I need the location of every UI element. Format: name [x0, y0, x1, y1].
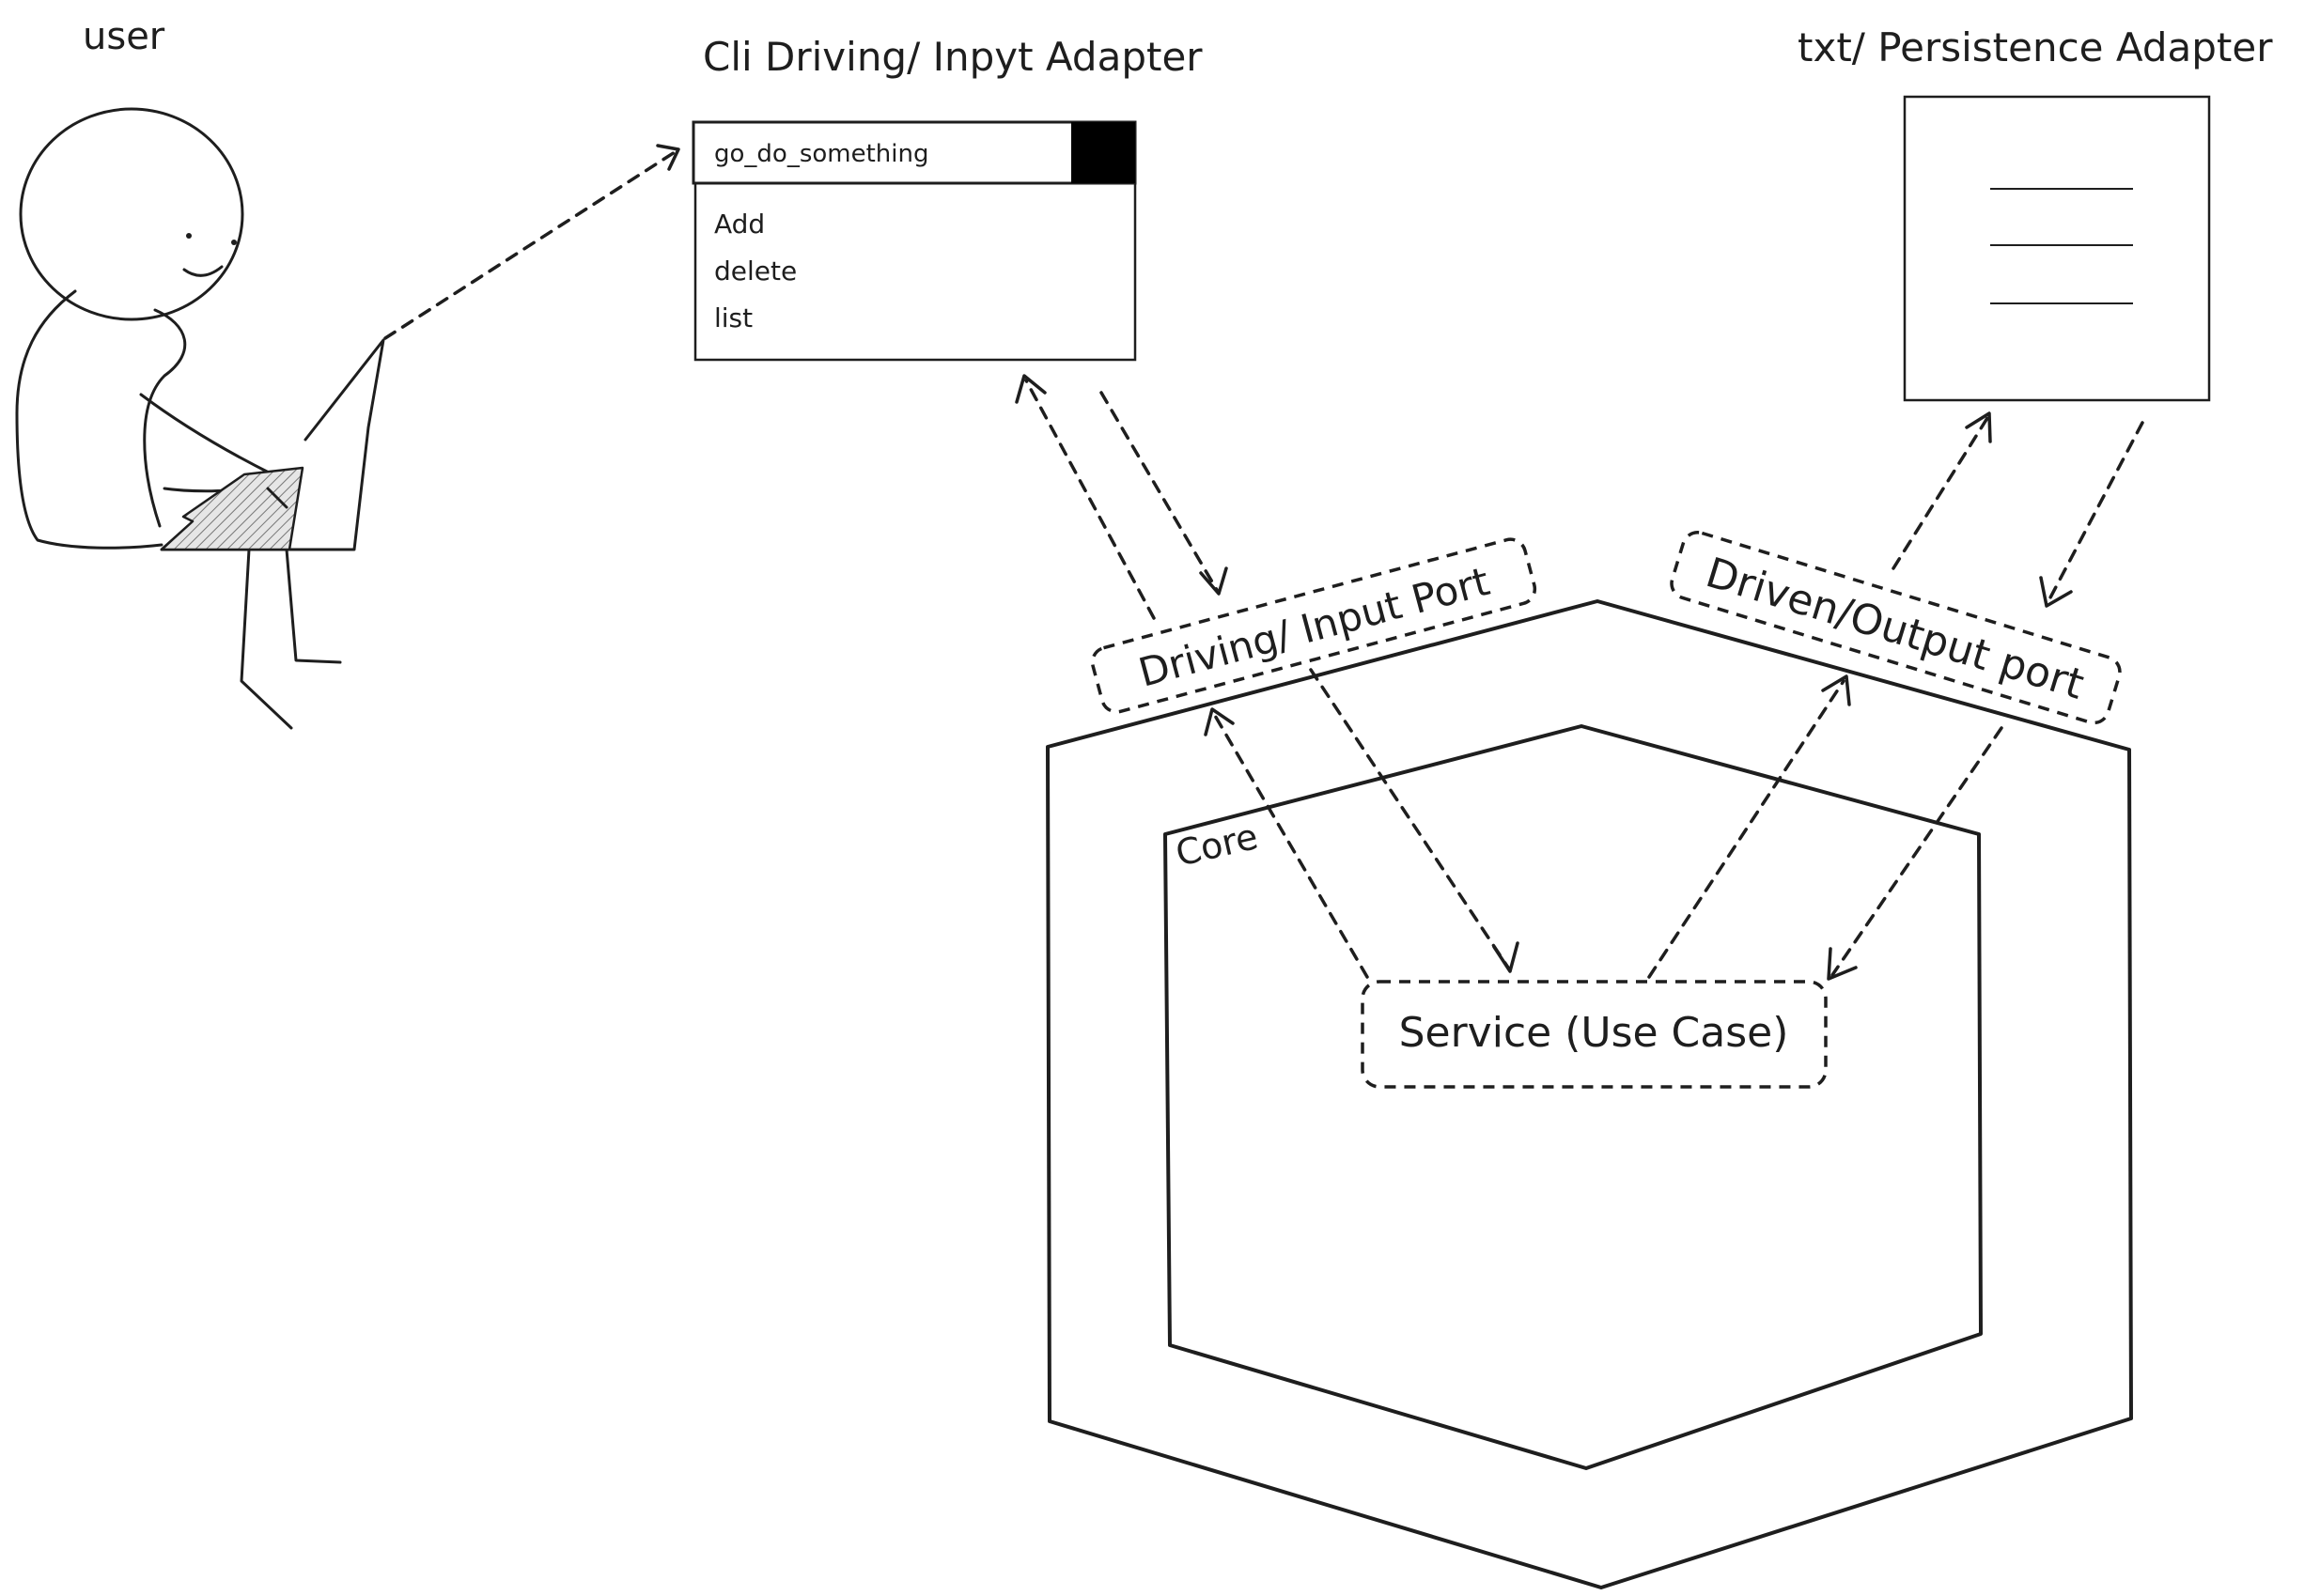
cli-command-text: go_do_something [714, 140, 928, 168]
user-smile [182, 265, 224, 277]
user-eye-left [186, 233, 192, 239]
cli-window: go_do_something Add delete list [692, 120, 1137, 362]
core-hexagon [1163, 724, 1983, 1470]
persistence-adapter-title: txt/ Persistence Adapter [1798, 24, 2273, 70]
arrow-cli-to-input-port [1099, 391, 1228, 596]
user-head [19, 107, 244, 321]
cli-command-field[interactable] [692, 120, 1137, 185]
cli-adapter: Cli Driving/ Inpyt Adapter go_do_somethi… [692, 34, 1203, 362]
user-label: user [83, 15, 165, 58]
service-use-case: Service (Use Case) [1361, 980, 1828, 1089]
user-eye-right [231, 240, 237, 245]
arrow-input-port-to-service [1309, 668, 1519, 973]
output-port: Driven/Output port [1670, 531, 2122, 725]
arrow-service-to-output-port [1647, 674, 1851, 979]
cli-menu-item-delete[interactable]: delete [714, 256, 797, 287]
arrow-persistence-to-output-port [2039, 421, 2144, 608]
user-body [15, 289, 163, 550]
outer-hexagon [1046, 599, 2133, 1589]
arrow-user-to-cli [383, 144, 680, 340]
cli-submit-button[interactable] [1071, 122, 1135, 183]
laptop-keyboard [160, 466, 304, 551]
cli-menu-item-add[interactable]: Add [714, 209, 765, 240]
cli-adapter-title: Cli Driving/ Inpyt Adapter [703, 34, 1203, 80]
document-icon [1903, 95, 2211, 402]
core-label: Core [1172, 815, 1262, 875]
persistence-adapter: txt/ Persistence Adapter [1798, 24, 2273, 402]
arrow-output-port-to-persistence [1892, 411, 1992, 570]
input-port: Driving/ Input Port [1090, 537, 1537, 714]
user-figure: user [15, 15, 385, 730]
user-leg-right [285, 548, 342, 664]
user-shoulder [143, 308, 187, 528]
arrow-service-to-input-port [1204, 707, 1369, 979]
service-label: Service (Use Case) [1399, 1009, 1789, 1057]
arrow-input-port-to-cli [1015, 374, 1156, 620]
user-leg-left [240, 548, 293, 730]
cli-menu-item-list[interactable]: list [714, 302, 753, 333]
arrow-output-port-to-service [1827, 726, 2003, 981]
laptop-icon [160, 338, 385, 551]
